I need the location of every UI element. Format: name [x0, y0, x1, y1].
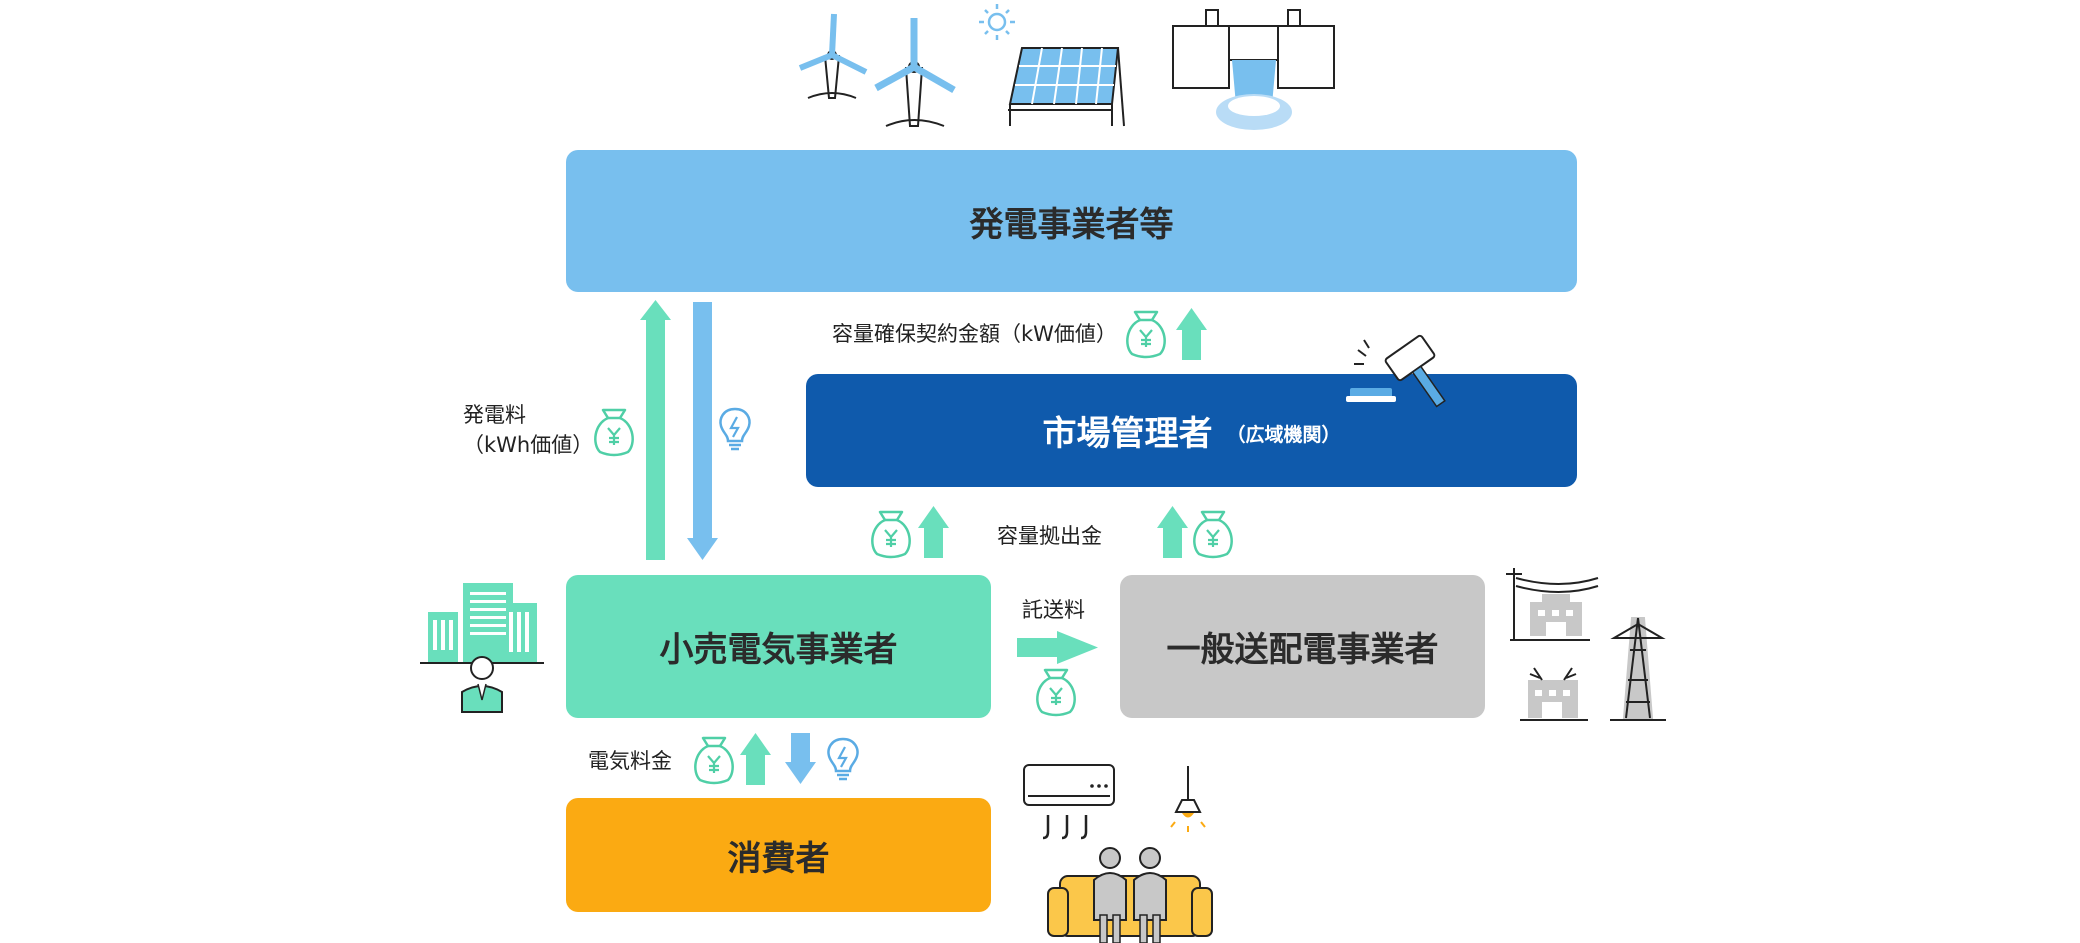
sun-icon [979, 4, 1015, 40]
consumer-label: 消費者 [727, 838, 830, 879]
light-bulb-icon [719, 407, 751, 451]
retailer-label: 小売電気事業者 [659, 630, 898, 670]
air-conditioner-icon [1023, 764, 1115, 840]
generation-fee-label: 発電料 （kWh価値） [463, 400, 593, 460]
money-bag-icon [1193, 510, 1233, 559]
generation-fee-line1: 発電料 [463, 403, 526, 427]
generators-label: 発電事業者等 [969, 204, 1174, 245]
capacity-contribution-retail-arrow [918, 506, 949, 558]
substation-icon [1520, 667, 1588, 721]
power-supply-arrow [687, 302, 718, 560]
gavel-icon [1346, 334, 1446, 408]
capacity-contribution-trans-arrow [1157, 506, 1188, 558]
generation-fee-line2: （kWh価値） [463, 433, 594, 457]
generators-box: 発電事業者等 [566, 150, 1577, 292]
solar-panel-icon [1008, 47, 1125, 127]
market-operator-label: 市場管理者 [1042, 414, 1213, 454]
transmission-box: 一般送配電事業者 [1120, 575, 1485, 718]
wind-turbine-icon [874, 18, 956, 127]
consumer-box: 消費者 [566, 798, 991, 912]
hydro-dam-icon [1172, 9, 1335, 130]
light-bulb-icon [827, 737, 859, 781]
generation-fee-arrow [640, 300, 671, 560]
ceiling-lamp-icon [1170, 766, 1206, 832]
transmission-label: 一般送配電事業者 [1166, 630, 1439, 670]
market-operator-box: 市場管理者 （広域機関） [806, 374, 1577, 487]
retailer-box: 小売電気事業者 [566, 575, 991, 718]
money-bag-icon [694, 736, 734, 785]
money-bag-icon [1126, 310, 1166, 359]
money-bag-icon [871, 510, 911, 559]
capacity-contribution-label: 容量拠出金 [997, 524, 1102, 548]
capacity-contract-label: 容量確保契約金額（kW価値） [832, 322, 1117, 346]
market-operator-sub-label: （広域機関） [1226, 424, 1341, 446]
office-building-icon [420, 583, 544, 664]
capacity-contract-arrow [1176, 308, 1207, 360]
electricity-fee-label: 電気料金 [588, 749, 672, 773]
money-bag-icon [594, 408, 634, 457]
wheeling-fee-arrow [1017, 631, 1098, 664]
power-delivery-arrow [785, 733, 816, 784]
person-icon [461, 656, 503, 713]
money-bag-icon [1036, 668, 1076, 717]
wheeling-fee-label: 託送料 [1022, 598, 1085, 622]
wind-turbine-icon [798, 13, 868, 99]
substation-icon [1510, 594, 1590, 641]
family-sofa-icon [1047, 847, 1213, 943]
power-line-icon [1506, 568, 1599, 640]
transmission-tower-icon [1610, 617, 1666, 721]
electricity-fee-arrow [740, 733, 771, 785]
